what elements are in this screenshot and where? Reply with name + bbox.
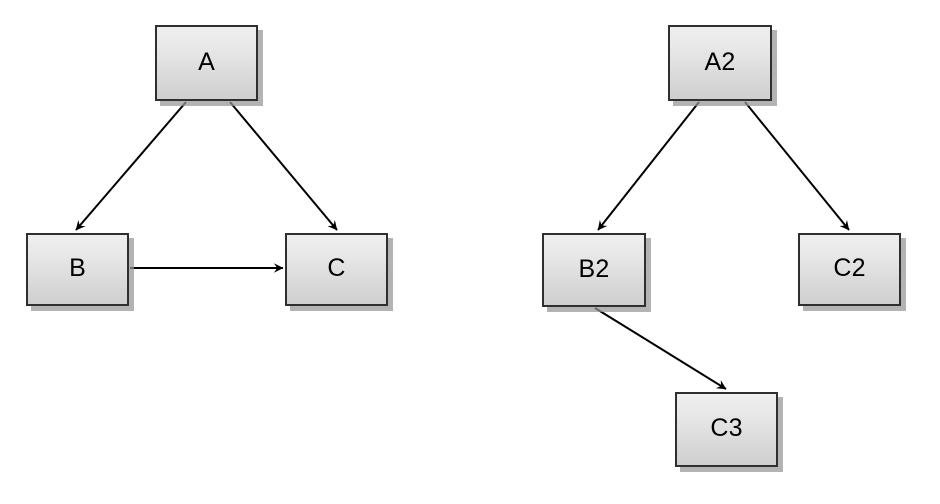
node-c3[interactable]: C3 [675, 392, 778, 467]
node-label-a2: A2 [704, 47, 736, 76]
node-label-c: C [327, 254, 346, 282]
node-label-c2: C2 [833, 254, 866, 282]
edge-b2-to-c3 [594, 307, 727, 390]
node-c[interactable]: C [285, 233, 388, 306]
edge-a-to-c [229, 101, 338, 231]
node-a[interactable]: A [155, 25, 258, 101]
edges-group [75, 101, 850, 390]
node-label-c3: C3 [710, 414, 743, 442]
edge-a-to-b [75, 101, 187, 231]
node-b2[interactable]: B2 [542, 233, 646, 307]
node-label-b: B [69, 254, 86, 282]
edge-a2-to-c2 [744, 101, 850, 231]
edge-a2-to-b2 [597, 101, 700, 231]
node-label-a: A [198, 47, 215, 76]
node-label-b2: B2 [578, 254, 610, 283]
node-c2[interactable]: C2 [798, 233, 901, 306]
node-a2[interactable]: A2 [668, 25, 772, 101]
node-b[interactable]: B [26, 233, 129, 306]
